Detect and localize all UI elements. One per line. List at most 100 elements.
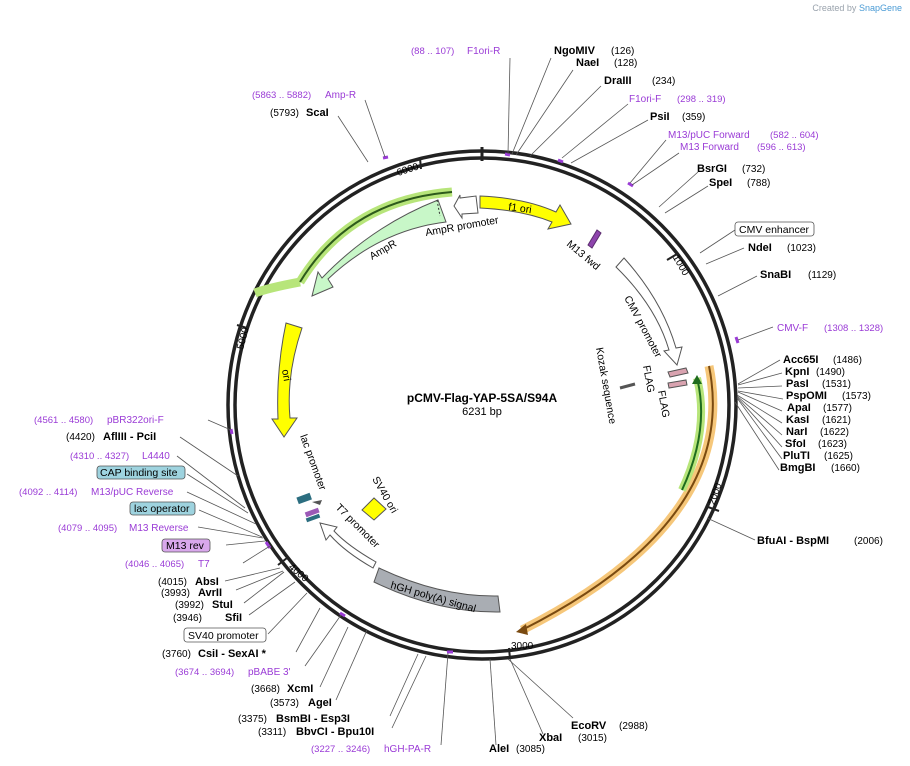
apai-pos: (1577) xyxy=(823,403,852,414)
sfoi-pos: (1623) xyxy=(818,439,847,450)
agei-label: AgeI xyxy=(308,697,332,709)
avrii-label: AvrII xyxy=(198,587,222,599)
svg-text:2000: 2000 xyxy=(707,481,725,506)
flag-label-2: FLAG xyxy=(655,389,672,418)
afliii-label: AflIII - PciI xyxy=(103,431,156,443)
hgh-pa-r-range: (3227 .. 3246) xyxy=(311,744,370,755)
pspomi-pos: (1573) xyxy=(842,391,871,402)
svg-text:lac operator: lac operator xyxy=(134,503,190,515)
m13-fwd-primer xyxy=(587,229,602,249)
lac-promoter-mini xyxy=(312,500,322,505)
t7-label: T7 xyxy=(198,559,210,570)
orf-line xyxy=(521,365,714,631)
pbr322-range: (4561 .. 4580) xyxy=(34,415,93,426)
nari-label: NarI xyxy=(786,426,807,438)
svg-text:SV40 promoter: SV40 promoter xyxy=(188,630,259,642)
svg-text:CAP binding site: CAP binding site xyxy=(100,467,178,479)
hgh-polya-feature xyxy=(373,567,501,613)
f1-ori-feature xyxy=(479,195,572,230)
stui-pos: (3992) xyxy=(175,600,204,611)
green-feature-line xyxy=(681,377,703,491)
sv40-ori-feature xyxy=(361,497,387,521)
xcmi-pos: (3668) xyxy=(251,684,280,695)
nari-pos: (1622) xyxy=(820,427,849,438)
kpni-label: KpnI xyxy=(785,366,809,378)
afliii-pos: (4420) xyxy=(66,432,95,443)
naei-label: NaeI xyxy=(576,57,599,69)
bfuai-pos: (2006) xyxy=(854,536,883,547)
ampr-divider xyxy=(436,199,441,217)
plasmid-name: pCMV-Flag-YAP-5SA/S94A xyxy=(407,391,558,405)
spei-label: SpeI xyxy=(709,177,732,189)
absi-label: AbsI xyxy=(195,576,219,588)
pbabe3-range: (3674 .. 3694) xyxy=(175,667,234,678)
m13puc-rev-range: (4092 .. 4114) xyxy=(19,487,77,498)
tick-5000: 5000 xyxy=(235,324,252,351)
tick-3000: 3000 xyxy=(508,641,534,660)
scai-label: ScaI xyxy=(306,107,329,119)
primer-mark-pbabe3 xyxy=(339,611,346,618)
lac-operator-box: lac operator xyxy=(129,501,196,516)
bbvci-pos: (3311) xyxy=(258,727,286,738)
draiii-pos: (234) xyxy=(652,76,675,87)
m13puc-fwd-range: (582 .. 604) xyxy=(770,130,819,141)
primer-mark-f1ori-r xyxy=(504,152,511,157)
bsmbi-label: BsmBI - Esp3I xyxy=(276,713,350,725)
flag-feature-2 xyxy=(667,379,688,389)
snabi-label: SnaBI xyxy=(760,269,791,281)
sfoi-label: SfoI xyxy=(785,438,806,450)
m13-rev-box: M13 rev xyxy=(161,538,211,553)
svg-text:M13 rev: M13 rev xyxy=(166,540,205,552)
ori-feature xyxy=(271,322,303,438)
alei-label: AleI xyxy=(489,743,509,755)
bsrgi-pos: (732) xyxy=(742,164,765,175)
leader-lines xyxy=(176,57,784,746)
svg-text:CMV enhancer: CMV enhancer xyxy=(739,224,810,236)
avrii-pos: (3993) xyxy=(161,588,190,599)
bmgbi-label: BmgBI xyxy=(780,462,815,474)
f1ori-r-range: (88 .. 107) xyxy=(411,46,454,57)
sv40-promoter-box: SV40 promoter xyxy=(183,627,267,643)
m13-forward-label: M13 Forward xyxy=(680,142,739,153)
ndei-pos: (1023) xyxy=(787,243,816,254)
amp-r-label: Amp-R xyxy=(325,90,356,101)
primer-mark-m13puc-fwd xyxy=(627,181,634,188)
primer-mark-cmv-f xyxy=(734,336,740,344)
apai-label: ApaI xyxy=(787,402,811,414)
alei-pos: (3085) xyxy=(516,744,545,755)
kozak-label: Kozak sequence xyxy=(593,346,618,425)
m13-reverse-label: M13 Reverse xyxy=(129,523,189,534)
m13-fwd-label: M13 fwd xyxy=(564,238,602,273)
l4440-label: L4440 xyxy=(142,451,170,462)
bfuai-label: BfuAI - BspMI xyxy=(757,535,829,547)
cap-binding-box: CAP binding site xyxy=(96,465,186,480)
pspomi-label: PspOMI xyxy=(786,390,827,402)
m13puc-rev-label: M13/pUC Reverse xyxy=(91,487,174,498)
m13-reverse-range: (4079 .. 4095) xyxy=(58,523,117,534)
kpni-pos: (1490) xyxy=(816,367,845,378)
pluti-pos: (1625) xyxy=(824,451,853,462)
ecorv-pos: (2988) xyxy=(619,721,648,732)
spei-pos: (788) xyxy=(747,178,770,189)
ndei-label: NdeI xyxy=(748,242,772,254)
primer-mark-f1ori-f xyxy=(557,158,564,164)
agei-pos: (3573) xyxy=(270,698,299,709)
snapgene-credit: Created by SnapGene xyxy=(812,3,902,13)
pasi-label: PasI xyxy=(786,378,809,390)
cmv-enhancer-box: CMV enhancer xyxy=(734,221,815,237)
xcmi-label: XcmI xyxy=(287,683,313,695)
ngomiv-label: NgoMIV xyxy=(554,45,596,57)
orf-arrowhead xyxy=(516,624,528,635)
f1ori-f-label: F1ori-F xyxy=(629,94,661,105)
stui-label: StuI xyxy=(212,599,233,611)
pasi-pos: (1531) xyxy=(822,379,851,390)
plasmid-size: 6231 bp xyxy=(462,406,502,418)
ampr-promoter-feature xyxy=(453,194,479,220)
bsrgi-label: BsrGI xyxy=(697,163,727,175)
ngomiv-pos: (126) xyxy=(611,46,634,57)
m13-forward-range: (596 .. 613) xyxy=(757,142,806,153)
scai-pos: (5793) xyxy=(270,108,299,119)
amp-r-range: (5863 .. 5882) xyxy=(252,90,311,101)
svg-text:3000: 3000 xyxy=(511,641,534,652)
